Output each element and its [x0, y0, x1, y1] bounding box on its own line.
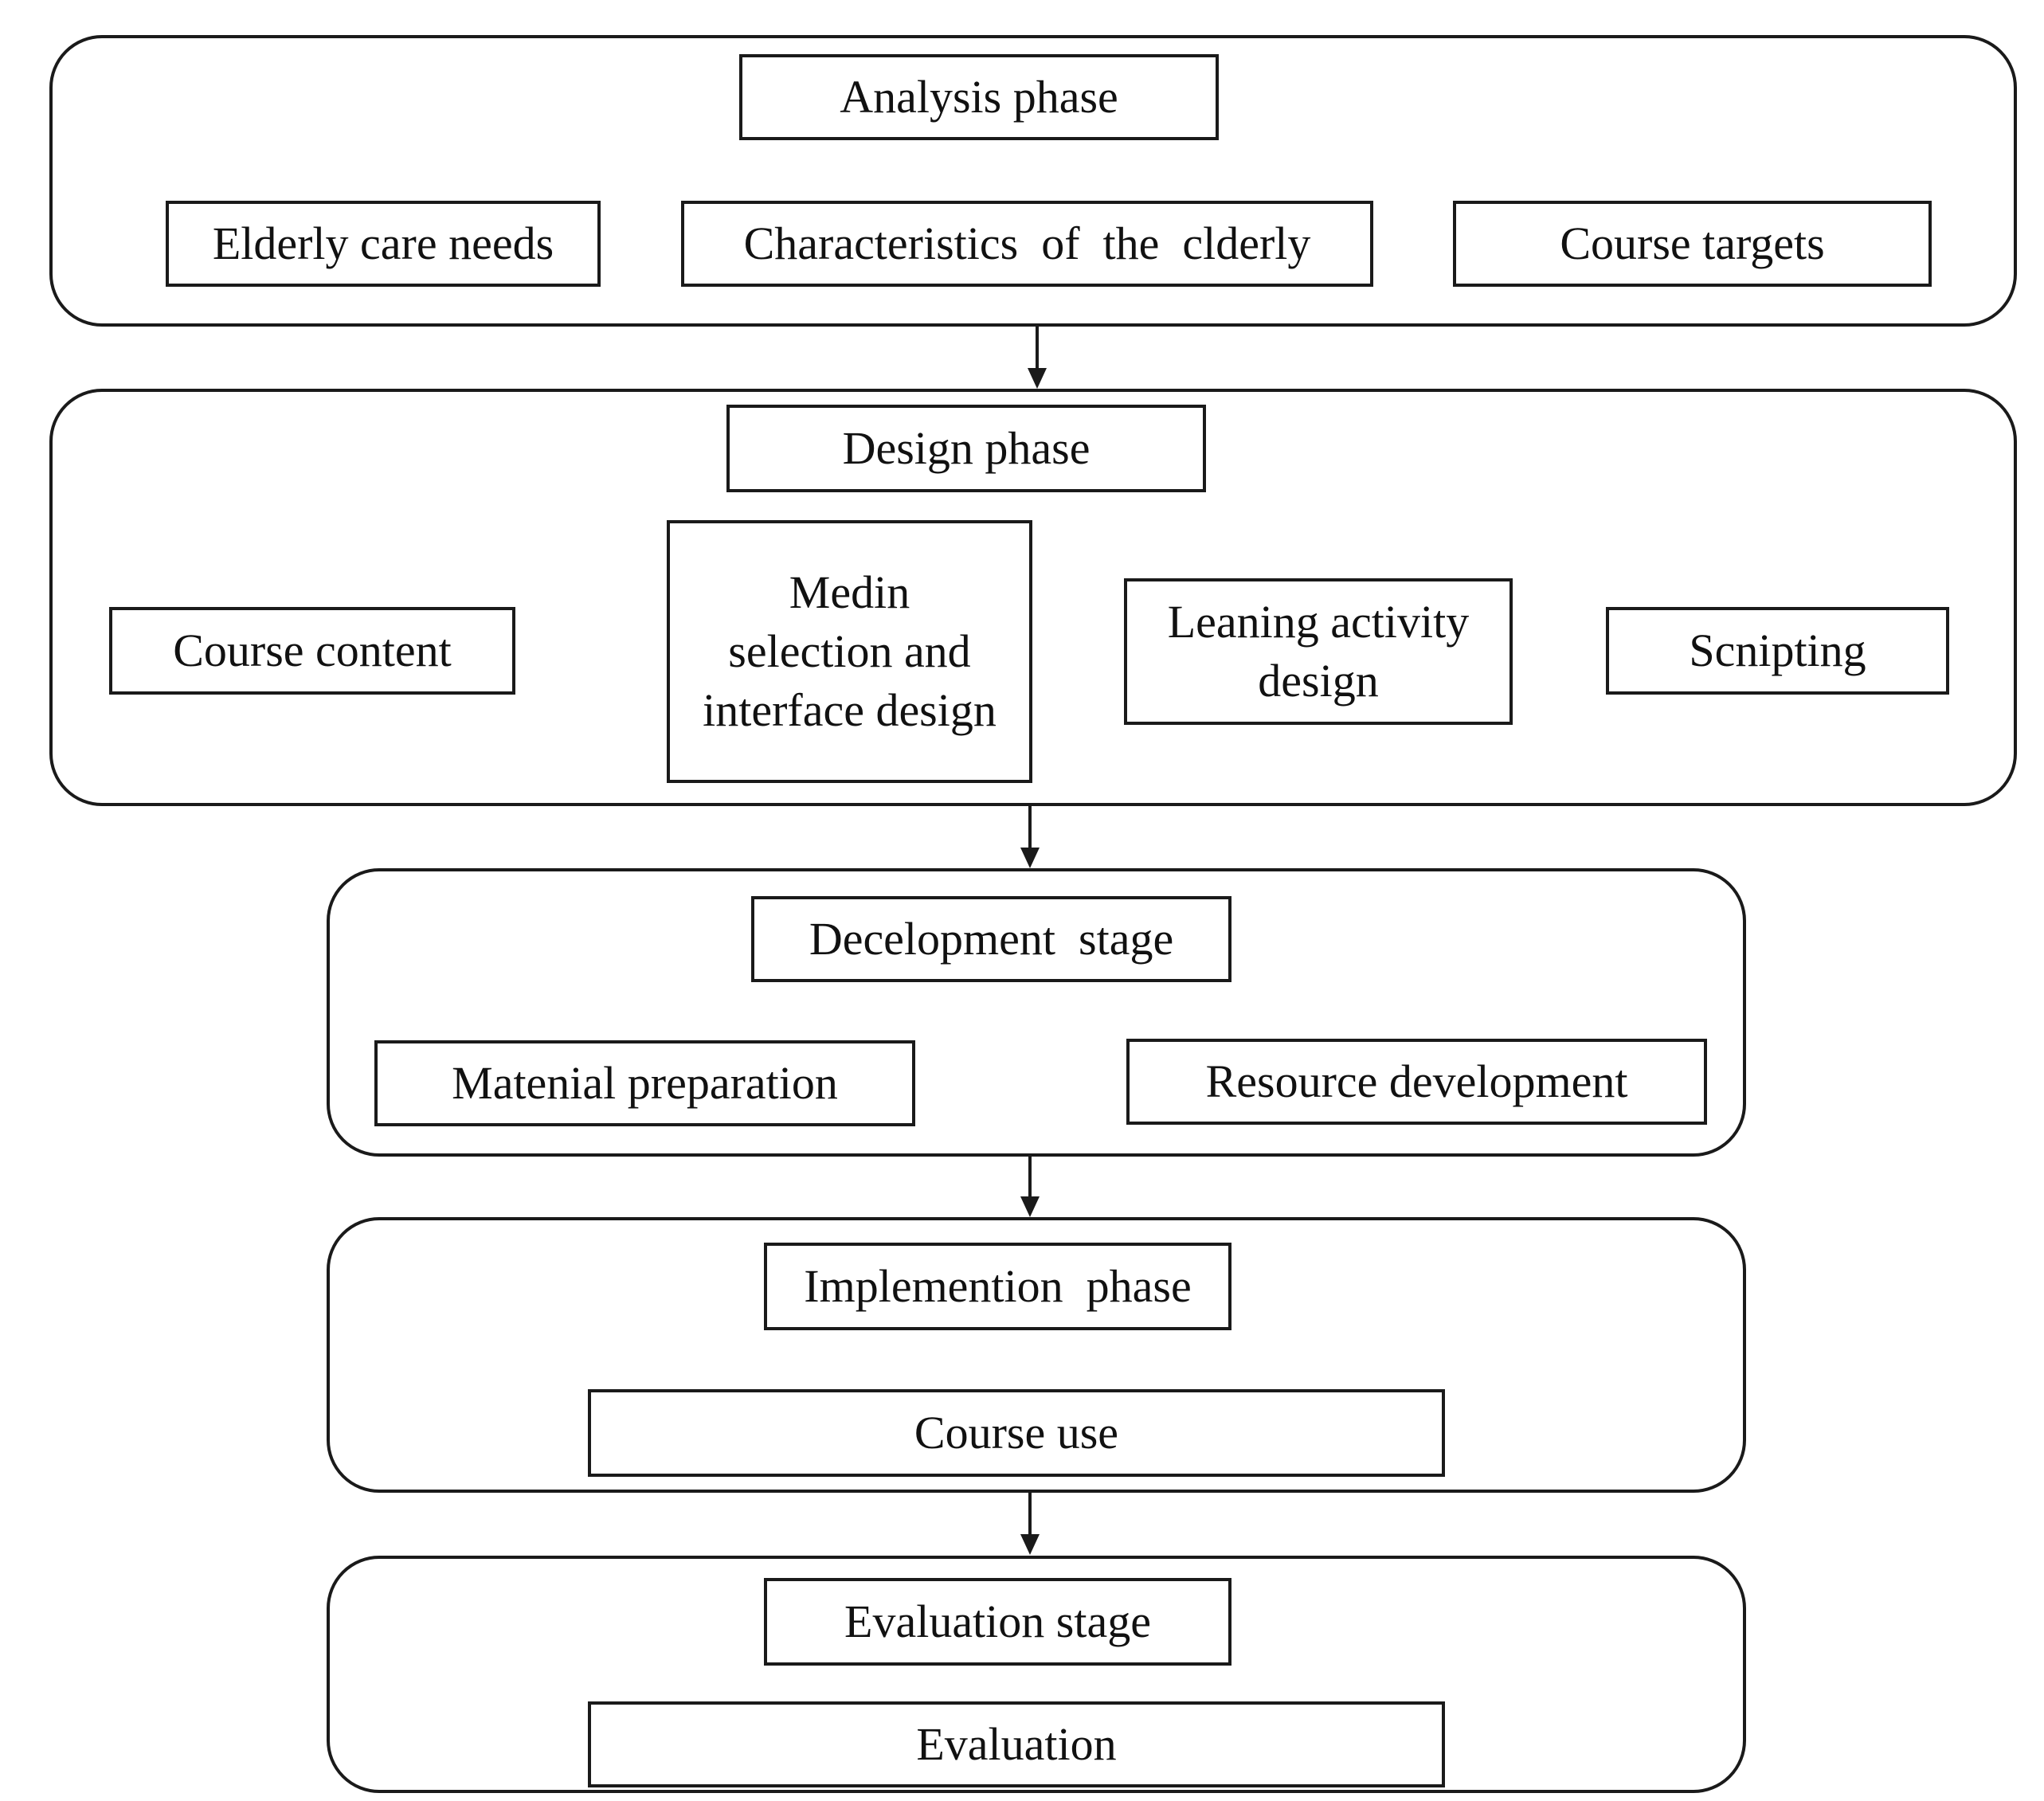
design-phase-container: [49, 389, 2017, 806]
development-stage-title: Decelopment stage: [751, 896, 1231, 982]
analysis-phase-container: [49, 35, 2017, 327]
material-preparation-box: Matenial preparation: [374, 1040, 915, 1126]
evaluation-stage-title: Evaluation stage: [764, 1578, 1231, 1666]
resource-development-box: Resource development: [1126, 1039, 1707, 1125]
arrow-analysis-to-design: [1028, 327, 1047, 389]
analysis-phase-title: Analysis phase: [739, 54, 1219, 140]
elderly-care-needs-box: Elderly care needs: [166, 201, 601, 287]
arrow-design-to-development: [1020, 806, 1040, 868]
arrow-implementation-to-evaluation: [1020, 1493, 1040, 1555]
course-targets-box: Course targets: [1453, 201, 1932, 287]
implementation-phase-container: [327, 1217, 1746, 1493]
scripting-box: Scnipting: [1606, 607, 1949, 695]
characteristics-of-elderly-box: Characteristics of the clderly: [681, 201, 1373, 287]
learning-activity-design-box: Leaning activity design: [1124, 578, 1513, 725]
implementation-phase-title: Implemention phase: [764, 1243, 1231, 1330]
course-content-box: Course content: [109, 607, 515, 695]
arrow-development-to-implementation: [1020, 1157, 1040, 1217]
course-use-box: Course use: [588, 1389, 1445, 1477]
media-selection-interface-design-box: Medin selection and interface design: [667, 520, 1032, 783]
evaluation-stage-container: [327, 1556, 1746, 1793]
design-phase-title: Design phase: [726, 405, 1206, 492]
development-stage-container: [327, 868, 1746, 1157]
evaluation-box: Evaluation: [588, 1701, 1445, 1787]
